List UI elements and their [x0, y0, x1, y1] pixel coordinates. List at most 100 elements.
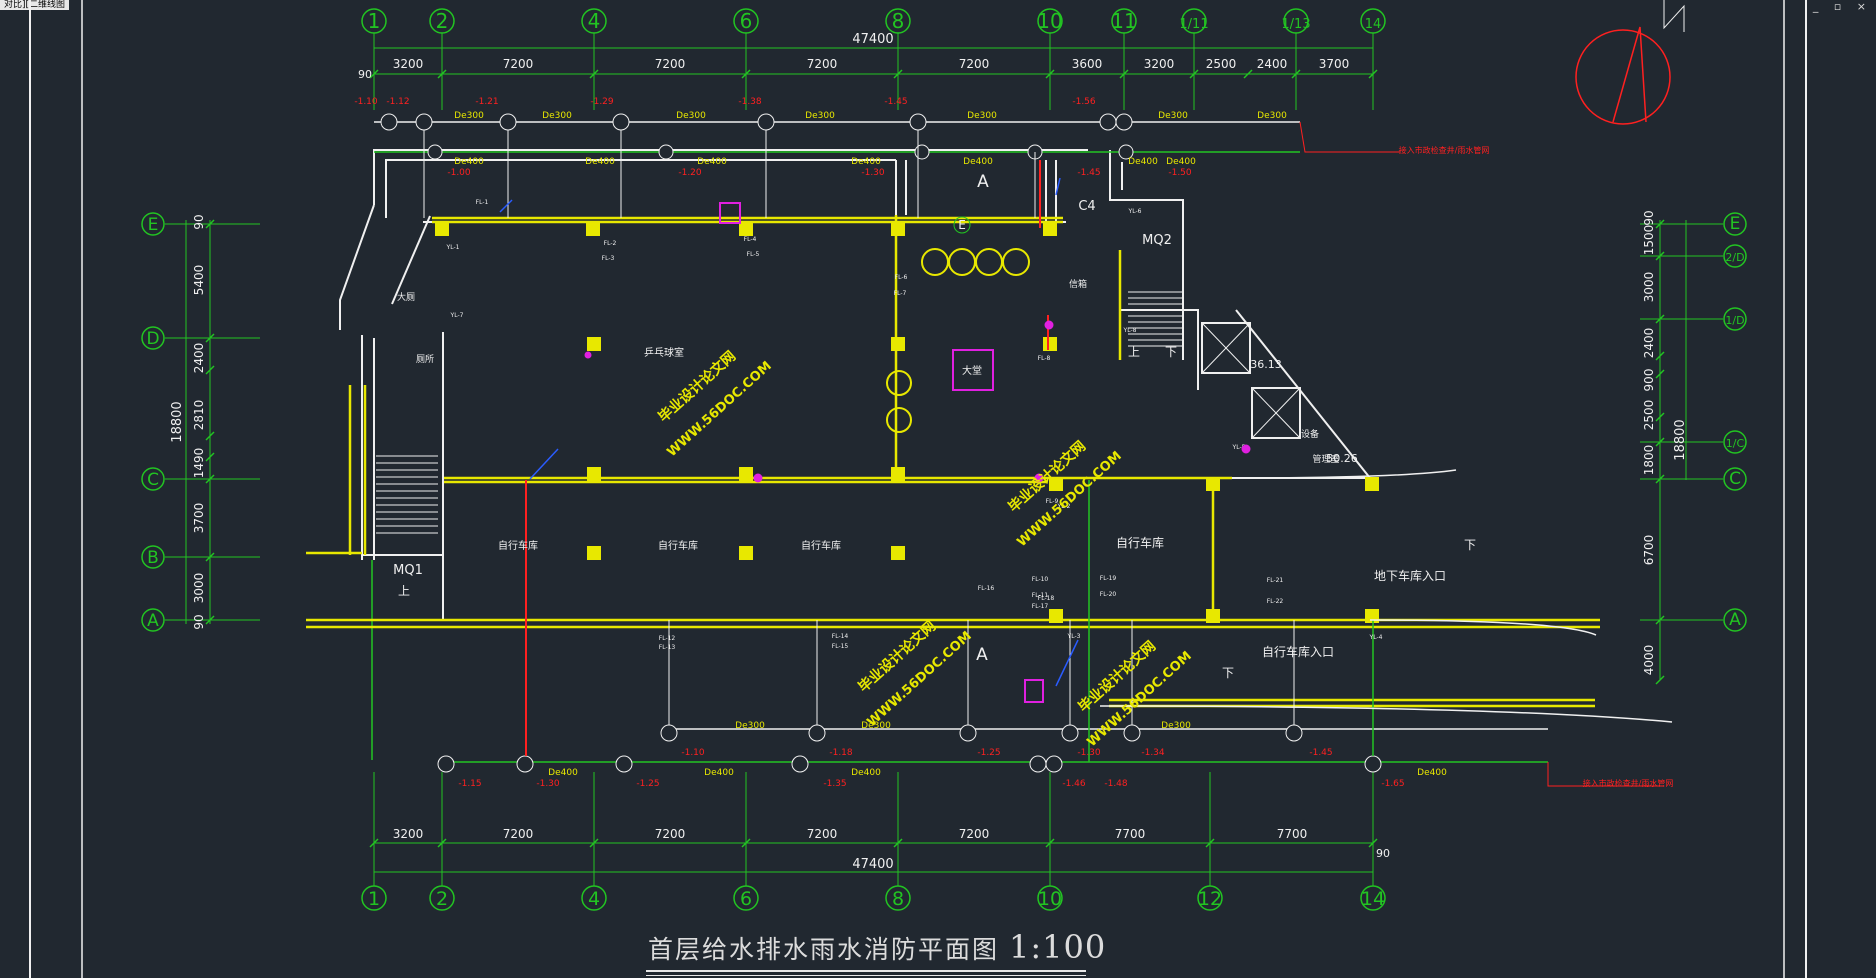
- column: [1206, 477, 1220, 491]
- dim-bottom: 7700: [1277, 827, 1308, 841]
- dim-tick-top: [893, 69, 903, 79]
- pipe-label-bottom: De300: [1161, 721, 1191, 731]
- room-label-manage: 管理室: [1312, 453, 1339, 465]
- manhole-top: [612, 113, 630, 131]
- elevation-bottom2: -1.30: [536, 779, 560, 789]
- dim-top: 7200: [807, 57, 838, 71]
- riser-label: FL-18: [1038, 595, 1055, 602]
- dim-bottom: 7700: [1115, 827, 1146, 841]
- riser-label: YL-2: [1057, 503, 1071, 510]
- column: [739, 222, 753, 236]
- dim-tick-top: [741, 69, 751, 79]
- window-tab[interactable]: 对比][二维线图: [0, 0, 70, 10]
- elevation-bottom2: -1.46: [1062, 779, 1086, 789]
- dim-right: 2400: [1642, 328, 1656, 359]
- grid-bubble-right: [1723, 608, 1747, 632]
- room-label-equipment: 设备: [1301, 428, 1319, 440]
- elevation-bottom: -1.30: [1077, 748, 1101, 758]
- pipe-label-top2: De400: [1128, 157, 1158, 167]
- dim-total-right: 18800: [1673, 419, 1688, 460]
- dim-top: 7200: [503, 57, 534, 71]
- grid-label-top: 10: [1037, 9, 1062, 33]
- room-label-up2: 上: [1128, 345, 1140, 359]
- riser-label: FL-7: [894, 290, 907, 297]
- grid-label-left: E: [148, 215, 159, 235]
- grid-bubble-left: [141, 212, 165, 236]
- dim-bottom: 7200: [959, 827, 990, 841]
- riser-label: YL-3: [1067, 633, 1081, 640]
- elevation-bottom: -1.25: [977, 748, 1000, 758]
- pipe-label-top2: De400: [851, 157, 881, 167]
- grid-bubble-left: [141, 608, 165, 632]
- pipe-label-top: De300: [454, 111, 484, 121]
- column: [1365, 609, 1379, 623]
- dim-top: 2500: [1206, 57, 1237, 71]
- dim-top: 3200: [1144, 57, 1175, 71]
- dim-left: 2400: [192, 343, 206, 374]
- dim-tick-bottom: [893, 838, 903, 848]
- riser-label: YL-7: [450, 312, 464, 319]
- elevator-1-x2: [1201, 322, 1251, 374]
- room-label-bike_entry: 自行车库入口: [1262, 644, 1334, 659]
- pipe-top-outlet: [1299, 121, 1400, 153]
- room-label-ug_entry: 地下车库入口: [1374, 568, 1446, 583]
- grid-bubble-e-mid: [953, 216, 971, 234]
- manhole-bottom: [1123, 724, 1141, 742]
- window-controls[interactable]: _ ▫ ×: [1812, 0, 1872, 13]
- grid-bubble-right: [1723, 307, 1747, 331]
- pipe-label-top: De300: [967, 111, 997, 121]
- manhole-bottom2: [615, 755, 633, 773]
- riser-label: FL-14: [832, 633, 849, 640]
- pipe-label-top2: De400: [697, 157, 727, 167]
- grid-label-left: B: [147, 548, 159, 568]
- column: [1049, 477, 1063, 491]
- revolving-door: [1002, 248, 1030, 276]
- dim-tick-right: [1655, 314, 1665, 324]
- room-label-bike2: 自行车库: [658, 539, 698, 552]
- watermark-cn: 毕业设计论文网: [1075, 638, 1159, 716]
- dim-bottom: 3200: [393, 827, 424, 841]
- grid-bubble-left: [141, 467, 165, 491]
- dim-total-top: 47400: [852, 32, 893, 47]
- grid-bubble-left: [141, 545, 165, 569]
- room-label-kitchen: 厕所: [416, 354, 434, 365]
- elevator-1: [1201, 322, 1251, 374]
- grid-label-left: C: [147, 470, 159, 490]
- grid-label-top: 4: [588, 9, 601, 33]
- wall-diagonal-right: [1235, 309, 1371, 479]
- elevation-top2: -1.30: [861, 168, 885, 178]
- pipe-label-bottom2: De400: [1417, 768, 1447, 778]
- room-label-lobby: 大堂: [962, 364, 982, 377]
- manhole-bottom: [959, 724, 977, 742]
- dim-bottom: 7200: [807, 827, 838, 841]
- manhole-bottom: [808, 724, 826, 742]
- manhole-bottom: [660, 724, 678, 742]
- manhole-top: [499, 113, 517, 131]
- manhole-top: [1099, 113, 1117, 131]
- grid-label-right: C: [1729, 469, 1741, 489]
- dim-tick-right: [1655, 615, 1665, 625]
- dim-tick-left: [205, 552, 215, 562]
- manhole-bottom2: [1364, 755, 1382, 773]
- dim-tick-right: [1655, 219, 1665, 229]
- revolving-door: [921, 248, 949, 276]
- dim-left: 2810: [192, 400, 206, 431]
- dim-tick-top: [1291, 69, 1301, 79]
- pump-marker: [719, 202, 741, 224]
- grid-bubble-right: [1723, 430, 1747, 454]
- room-label-mq1: MQ1: [393, 563, 423, 578]
- grid-label-right: 1/C: [1726, 437, 1745, 450]
- elevation-bottom2: -1.15: [458, 779, 481, 789]
- dim-top: 2400: [1257, 57, 1288, 71]
- room-label-mq2: MQ2: [1142, 233, 1172, 248]
- revolving-door: [975, 248, 1003, 276]
- grid-label-top: 1/13: [1281, 17, 1310, 32]
- manhole-top: [1115, 113, 1133, 131]
- grid-label-bottom: 6: [740, 888, 752, 910]
- dim-left: 90: [192, 614, 206, 629]
- dim-top: 3200: [393, 57, 424, 71]
- column: [435, 222, 449, 236]
- room-label-angle2: 50.26: [1326, 452, 1358, 465]
- dim-total-bottom: 47400: [852, 857, 893, 872]
